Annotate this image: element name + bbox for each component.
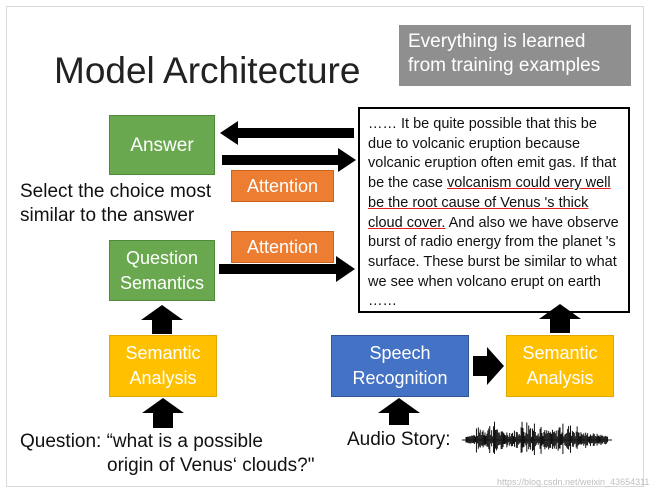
attention-box-bottom: Attention	[231, 231, 334, 263]
training-note: Everything is learned from training exam…	[399, 25, 631, 86]
arrow-up-audio	[378, 398, 420, 425]
question-line2: origin of Venus‘ clouds?"	[107, 455, 315, 476]
arrow-right-from-question-semantics	[219, 256, 355, 282]
semantic-analysis-right-line2: Analysis	[526, 368, 594, 388]
arrow-up-left-analysis	[141, 305, 183, 334]
story-text-part1: …… It be quite possible that this be due…	[368, 116, 617, 192]
semantic-analysis-left-line1: Semantic	[125, 343, 201, 363]
question-semantics-line1: Question	[125, 247, 199, 268]
arrow-left-to-answer	[220, 121, 354, 145]
arrow-up-right-analysis	[539, 304, 581, 333]
story-text-part2: And also we have observe burst of radio …	[368, 214, 619, 310]
watermark: https://blog.csdn.net/weixin_43654311	[497, 477, 650, 487]
select-choice-line2: similar to the answer	[20, 205, 195, 226]
question-semantics-box: Question Semantics	[109, 240, 215, 301]
question-label: Question: “what is a possible origin of …	[20, 430, 314, 478]
question-semantics-line2: Semantics	[119, 272, 205, 293]
attention-box-top: Attention	[231, 170, 334, 202]
story-text-box: …… It be quite possible that this be due…	[358, 107, 630, 313]
speech-recognition-box: Speech Recognition	[331, 335, 469, 397]
slide-title: Model Architecture	[54, 50, 361, 91]
semantic-analysis-box-left: Semantic Analysis	[109, 335, 217, 397]
arrow-right-from-answer	[222, 148, 356, 172]
story-highlight: volcanism could very well be the root ca…	[368, 175, 611, 231]
audio-waveform	[462, 421, 612, 456]
question-line1: Question: “what is a possible	[20, 431, 263, 452]
speech-recognition-line2: Recognition	[352, 368, 448, 388]
semantic-analysis-left-line2: Analysis	[129, 368, 197, 388]
semantic-analysis-right-line1: Semantic	[522, 343, 598, 363]
arrow-right-speech	[473, 347, 504, 385]
select-choice-line1: Select the choice most	[20, 181, 212, 202]
semantic-analysis-box-right: Semantic Analysis	[506, 335, 614, 397]
answer-box: Answer	[109, 115, 215, 175]
speech-recognition-line1: Speech	[369, 343, 431, 363]
select-choice-label: Select the choice most similar to the an…	[20, 180, 211, 228]
arrow-up-question	[142, 398, 184, 428]
audio-story-label: Audio Story:	[347, 429, 451, 450]
